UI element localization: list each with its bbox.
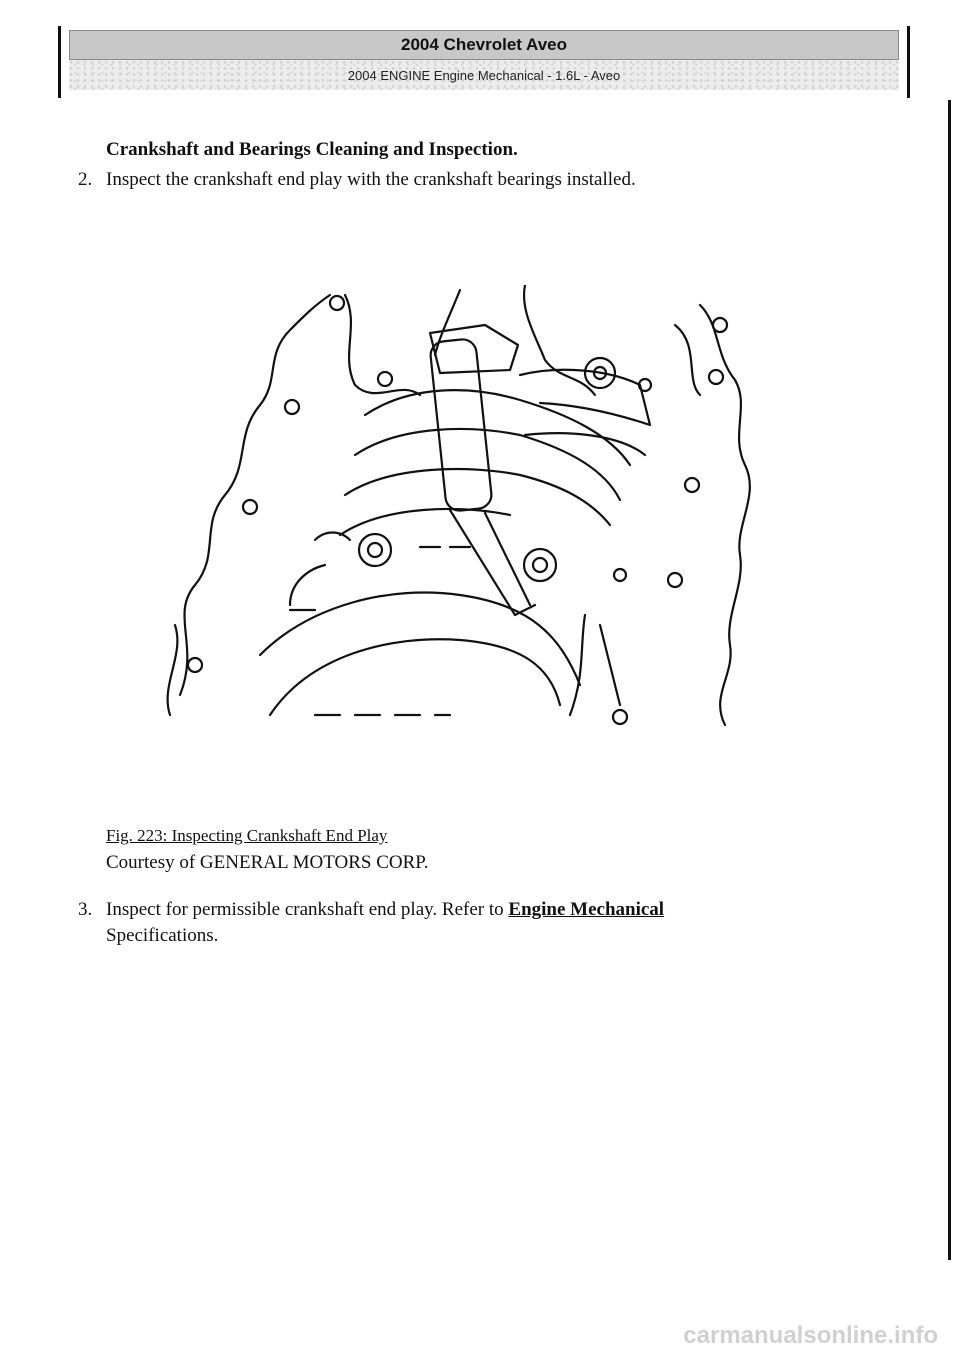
right-margin-rule <box>948 100 951 1260</box>
figure-caption: Fig. 223: Inspecting Crankshaft End Play <box>106 826 387 846</box>
step-3-text-lead: Inspect for permissible crankshaft end p… <box>106 899 509 920</box>
page-header: 2004 Chevrolet Aveo 2004 ENGINE Engine M… <box>58 26 910 98</box>
step-2-text: Inspect the crankshaft end play with the… <box>106 169 636 190</box>
step-3-text: Inspect for permissible crankshaft end p… <box>106 898 664 922</box>
figure-caption-link[interactable]: Fig. 223: Inspecting Crankshaft End Play <box>106 826 388 845</box>
figure-courtesy: Courtesy of GENERAL MOTORS CORP. <box>106 852 429 873</box>
bearings-inspection-reference: Crankshaft and Bearings Cleaning and Ins… <box>106 139 518 160</box>
engine-mechanical-link[interactable]: Engine Mechanical <box>508 899 665 920</box>
continued-reference: Crankshaft and Bearings Cleaning and Ins… <box>106 138 518 162</box>
crankshaft-end-play-illustration <box>166 285 751 727</box>
step-3-text-continued: Specifications. <box>106 925 219 946</box>
document-subtitle: 2004 ENGINE Engine Mechanical - 1.6L - A… <box>69 60 899 90</box>
step-2-number: 2. <box>78 169 93 190</box>
document-title: 2004 Chevrolet Aveo <box>69 30 899 60</box>
step-3-number: 3. <box>78 899 93 920</box>
watermark: carmanualsonline.info <box>683 1322 938 1349</box>
